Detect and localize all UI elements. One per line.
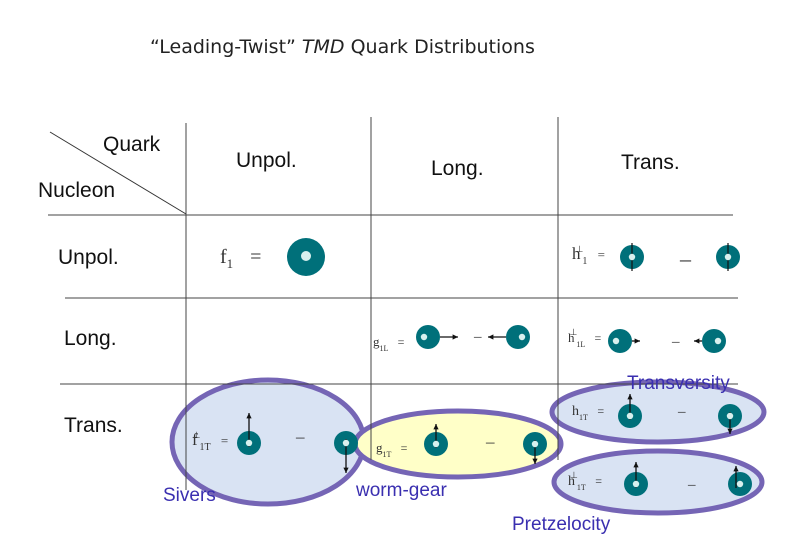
pretzelocity-label: Pretzelocity — [512, 514, 611, 535]
f1-quark-dot — [301, 251, 311, 261]
g1l-b-nucleon-dot — [506, 325, 530, 349]
g1l-a-quark-dot — [420, 333, 428, 341]
nucleon-axis-label: Nucleon — [38, 179, 116, 202]
row-header-trans: Trans. — [64, 414, 123, 437]
f1t-perp-minus: – — [296, 427, 305, 446]
title-tmd: TMD — [301, 36, 345, 58]
column-header-trans: Trans. — [621, 151, 680, 174]
h1perp-a-quark-dot — [628, 253, 636, 261]
g1l-b-spin-head — [488, 334, 494, 340]
g1t-a-quark-dot — [432, 440, 440, 448]
h1t-b-quark-dot — [726, 412, 734, 420]
worm-gear-label: worm-gear — [356, 480, 447, 501]
h1tperp-a-spin-head — [633, 462, 639, 468]
h1lperp-b-nucleon-dot — [702, 329, 726, 353]
transversity-highlight — [549, 379, 767, 445]
h1t-a-spin-head — [627, 394, 633, 400]
g1t-a-spin-head — [433, 424, 439, 430]
h1lperp-a-spin-head — [634, 338, 640, 344]
h1lperp-b-spin-head — [694, 338, 700, 344]
f1tperp-a-quark-dot — [245, 439, 253, 447]
g1t-b-spin-head — [532, 458, 538, 464]
corner-diagonal — [49, 131, 187, 215]
h1-perp-label: h⊥1 = — [572, 244, 605, 267]
f1tperp-b-quark-dot — [342, 439, 350, 447]
transversity-label: Transversity — [627, 373, 730, 394]
h1tperp-b-spin-a-head — [733, 466, 739, 472]
h1-perp-minus: – — [680, 246, 691, 271]
row-header-unpol: Unpol. — [58, 246, 119, 269]
g1l-a-nucleon-dot — [416, 325, 440, 349]
h1t-label: h1T = — [572, 404, 605, 422]
h1tperp-b-quark-dot — [736, 480, 744, 488]
h1t-a-quark-dot — [626, 412, 634, 420]
column-header-unpol: Unpol. — [236, 149, 297, 172]
h1t-perp-label: h⊥1T = — [568, 470, 603, 492]
row-header-long: Long. — [64, 327, 117, 350]
g1l-label: g1L = — [373, 334, 405, 353]
f1tperp-a-spin-head — [246, 413, 252, 419]
f1tperp-b-spin-head — [343, 467, 349, 473]
g1t-b-quark-dot — [531, 440, 539, 448]
quark-axis-label: Quark — [103, 133, 161, 156]
f1-label: f1 = — [220, 246, 262, 271]
h1l-perp-minus: – — [672, 334, 680, 350]
pretzelocity-highlight — [551, 448, 765, 516]
sivers-label: Sivers — [163, 485, 216, 506]
h1perp-b-quark-dot — [724, 253, 732, 261]
h1lperp-a-nucleon-dot — [608, 329, 632, 353]
g1l-minus: – — [474, 329, 482, 345]
column-header-long: Long. — [431, 157, 484, 180]
h1tperp-a-quark-dot — [632, 480, 640, 488]
h1t-perp-minus: – — [688, 477, 696, 493]
g1l-b-quark-dot — [518, 333, 526, 341]
g1t-label: g1T = — [376, 440, 408, 459]
h1lperp-b-quark-dot — [714, 337, 722, 345]
h1l-perp-label: h⊥1L = — [568, 327, 602, 349]
h1t-b-spin-head — [727, 428, 733, 434]
h1lperp-a-quark-dot — [612, 337, 620, 345]
h1t-minus: – — [678, 404, 686, 420]
g1l-a-spin-head — [452, 334, 458, 340]
diagram-title: “Leading-Twist” TMD Quark Distributions — [150, 36, 535, 58]
g1t-minus: – — [486, 432, 495, 451]
f1t-perp-label: f⊥1T = — [192, 430, 229, 453]
